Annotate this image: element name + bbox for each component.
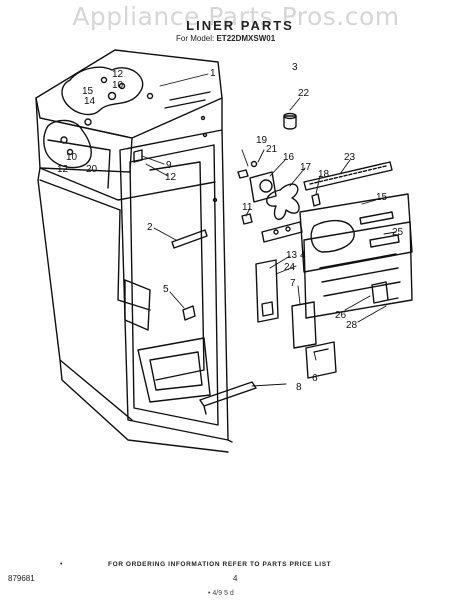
callout-numbers: 1 2 3 4 5 6 7 8 9 10 10 11 12 12 12 13 1… [57, 62, 404, 393]
model-number: ET22DMXSW01 [216, 34, 276, 43]
evaporator-fan-assembly-drawing [199, 112, 413, 415]
ordering-note: FOR ORDERING INFORMATION REFER TO PARTS … [108, 561, 332, 568]
callout-23: 23 [344, 152, 356, 163]
callout-17: 17 [300, 162, 312, 173]
model-line: For Model: ET22DMXSW01 [176, 34, 275, 43]
callout-22: 22 [298, 88, 310, 99]
document-number: 879681 [8, 574, 35, 583]
liner-cabinet-drawing [35, 49, 233, 453]
callout-12a: 12 [112, 69, 124, 80]
callout-24: 24 [284, 262, 296, 273]
callout-1: 1 [210, 68, 216, 79]
callout-5: 5 [163, 284, 169, 295]
callout-26: 26 [335, 310, 347, 321]
callout-15b: 15 [376, 192, 388, 203]
callout-9: 9 [166, 160, 172, 171]
callout-25: 25 [392, 227, 404, 238]
footer-bullet: • [60, 561, 63, 568]
callout-20: 20 [86, 164, 98, 175]
callout-28: 28 [346, 320, 358, 331]
handwritten-mark: • 4/9 5 d [208, 590, 234, 597]
page-number: 4 [233, 574, 238, 583]
callout-19: 19 [256, 135, 268, 146]
callout-2: 2 [147, 222, 153, 233]
callout-8: 8 [296, 382, 302, 393]
page-title: LINER PARTS [186, 18, 294, 33]
callout-12b: 12 [57, 164, 69, 175]
callout-leader-lines [141, 73, 397, 387]
model-prefix: For Model: [176, 34, 215, 43]
callout-3: 3 [292, 62, 298, 73]
callout-10b: 10 [66, 152, 78, 163]
callout-16: 16 [283, 152, 295, 163]
callout-11: 11 [242, 202, 253, 213]
watermark: Appliance Parts Pros.com [72, 2, 400, 31]
callout-4: 4 [300, 250, 306, 261]
callout-15a: 15 [82, 86, 94, 97]
callout-10a: 10 [112, 80, 124, 91]
callout-18: 18 [318, 169, 330, 180]
callout-21: 21 [266, 144, 278, 155]
callout-7: 7 [290, 278, 296, 289]
callout-6: 6 [312, 373, 318, 384]
callout-13: 13 [286, 250, 298, 261]
callout-12c: 12 [165, 172, 177, 183]
callout-14: 14 [84, 96, 96, 107]
